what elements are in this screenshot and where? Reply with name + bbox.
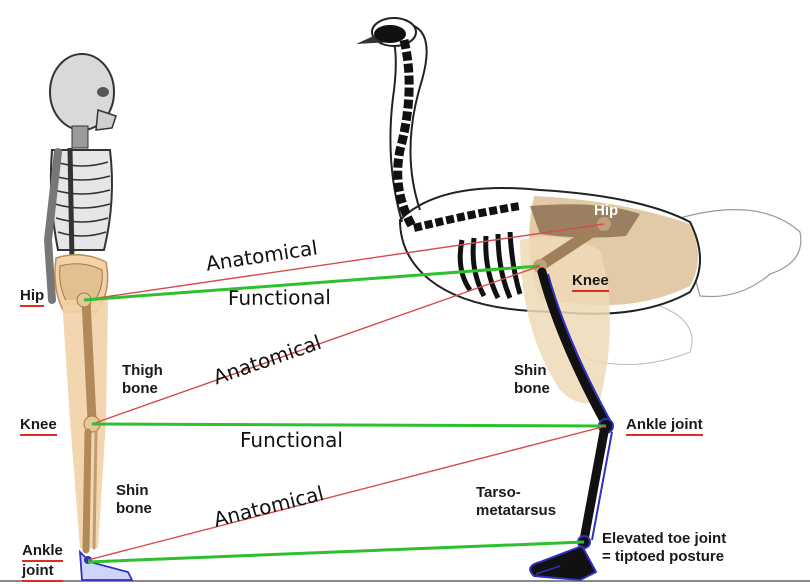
ostrich-shin-bone-label: Shin bone: [514, 362, 550, 398]
human-ankle-label-line1: Ankle: [22, 542, 63, 562]
ostrich-tarsometatarsus-label-line2: metatarsus: [476, 502, 557, 519]
ostrich-knee-label: Knee: [572, 272, 609, 292]
functional-label-knee: Functional: [240, 428, 343, 452]
functional-line-knee-ankle: [91, 422, 607, 428]
ostrich-hip-label: Hip: [594, 202, 619, 219]
anatomical-line-knee: [91, 265, 541, 425]
ostrich-shin-bone-label-line2: bone: [514, 380, 550, 397]
ostrich-toe-joint-label-line1: Elevated toe joint: [602, 530, 727, 547]
human-hip-label: Hip: [20, 287, 45, 307]
human-ankle-label: Ankle joint: [22, 542, 63, 582]
ostrich-tarsometatarsus-label: Tarso- metatarsus: [476, 484, 556, 520]
human-thigh-bone-label: Thigh bone: [122, 362, 163, 398]
ostrich-skeleton: [356, 17, 802, 582]
ostrich-tarsometatarsus-label-line1: Tarso-: [476, 484, 521, 501]
ostrich-shin-bone-label-line1: Shin: [514, 362, 547, 379]
ostrich-toe-joint-label: Elevated toe joint = tiptoed posture: [602, 530, 726, 566]
ostrich-toe-joint-label-line2: = tiptoed posture: [602, 548, 725, 565]
human-thigh-bone-label-line2: bone: [122, 380, 158, 397]
human-skeleton: [43, 53, 134, 581]
functional-line-hip-knee: [83, 264, 541, 302]
human-shin-bone-label-line2: bone: [116, 500, 152, 517]
anatomical-line-ankle: [87, 425, 607, 561]
ostrich-ankle-joint-label: Ankle joint: [626, 416, 703, 436]
functional-line-ankle-toe: [87, 540, 585, 564]
human-ankle-label-line2: joint: [22, 562, 63, 582]
human-thigh-bone-label-line1: Thigh: [122, 362, 163, 379]
human-shin-bone-label: Shin bone: [116, 482, 152, 518]
human-shin-bone-label-line1: Shin: [116, 482, 149, 499]
functional-label-hip: Functional: [227, 285, 331, 310]
anatomical-line-hip: [83, 223, 605, 301]
connector-lines: [83, 223, 607, 564]
human-knee-label: Knee: [20, 416, 57, 436]
